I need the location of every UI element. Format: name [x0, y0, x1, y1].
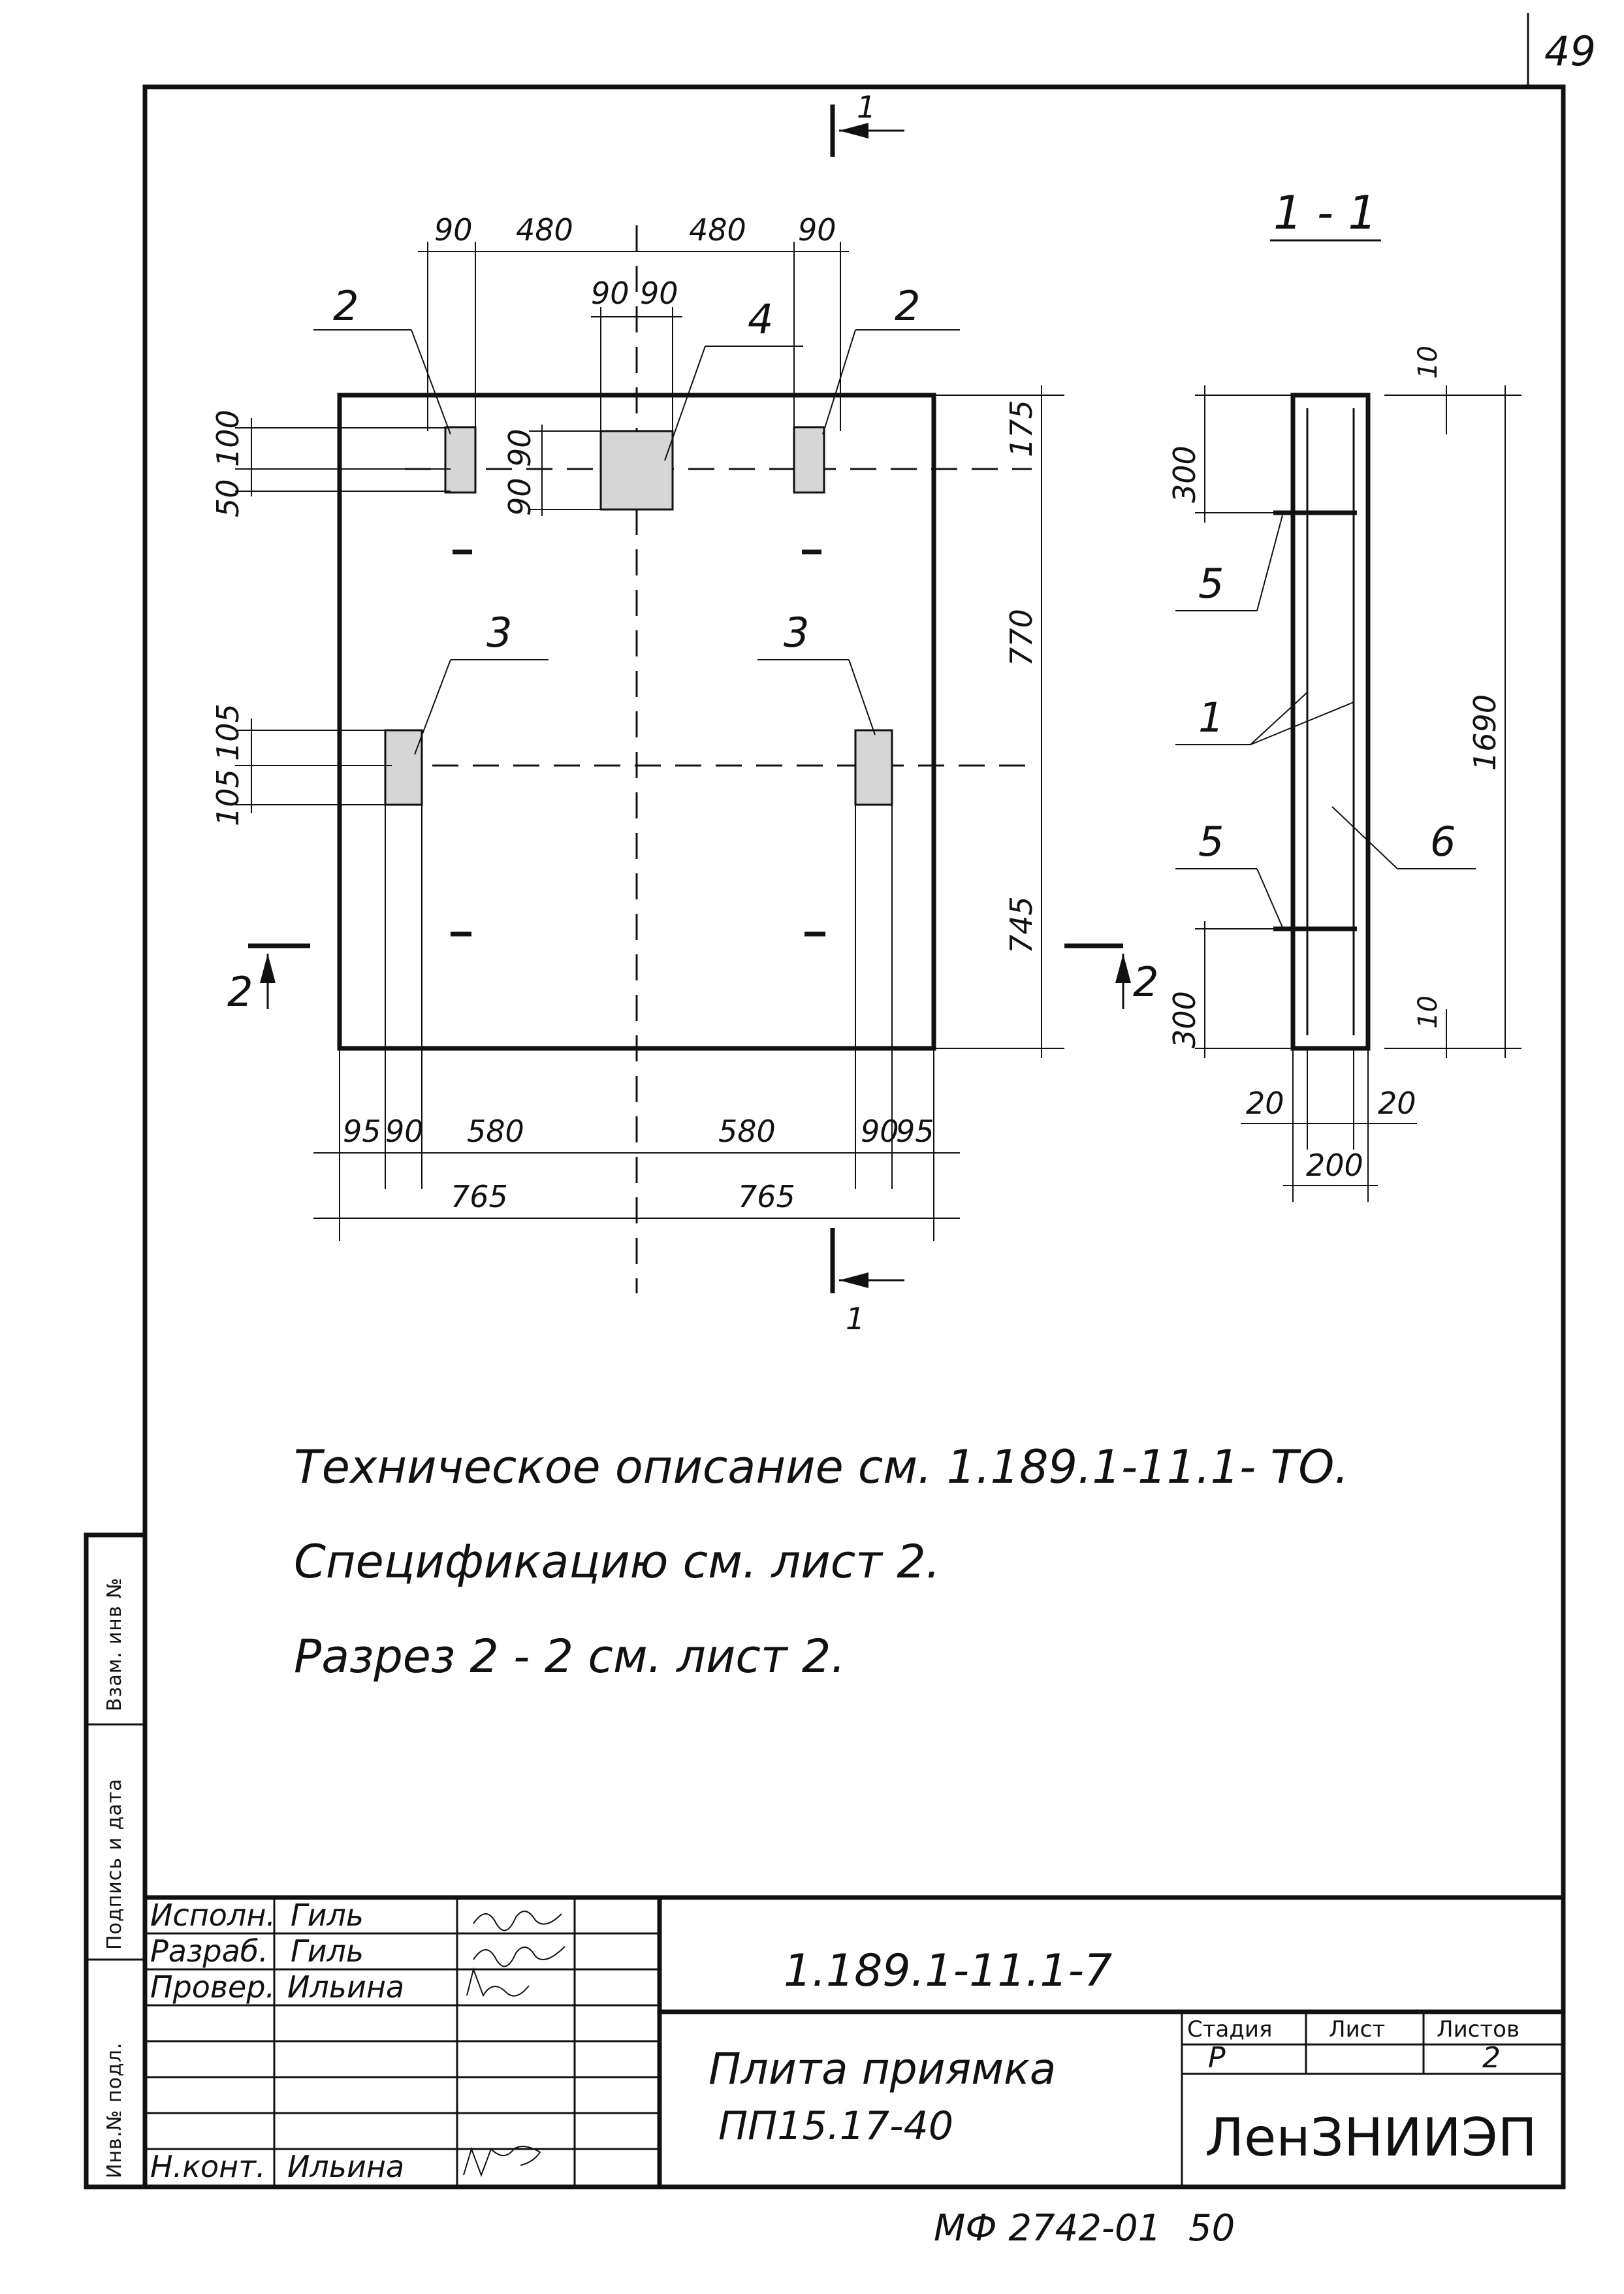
dim-left-2: 50: [210, 479, 246, 517]
section-callout-6: 6: [1430, 818, 1456, 865]
callout-3-right: 3: [784, 609, 809, 656]
embedded-part-3-right: [854, 729, 893, 806]
dim-bottom-1: 95: [343, 1114, 381, 1149]
embedded-part-2-right: [793, 426, 825, 494]
embedded-part-3-left: [384, 729, 423, 806]
section-dim-right-total: 1690: [1467, 694, 1503, 771]
dim-bottom-3: 580: [467, 1114, 524, 1149]
tb-role-2: Разраб.: [150, 1933, 268, 1969]
dim-left-1: 100: [210, 410, 246, 467]
section-callout-5-bottom: 5: [1198, 818, 1224, 865]
section-callout-1: 1: [1198, 694, 1224, 741]
section-dim-bottom-right: 20: [1378, 1086, 1416, 1121]
tb-name-8: Ильина: [287, 2149, 404, 2184]
dim-left-3: 105: [210, 703, 246, 761]
note-technical-description: Техническое описание см. 1.189.1-11.1- Т…: [294, 1440, 1349, 1494]
section-dim-right-top: 10: [1413, 346, 1443, 379]
section-1-1: 1 - 1 300 300 10 1690 10 20 20 200: [1167, 186, 1521, 1202]
note-section-2-2: Разрез 2 - 2 см. лист 2.: [294, 1630, 846, 1683]
signature-8: [463, 2146, 541, 2177]
tb-organization: ЛенЗНИИЭП: [1205, 2107, 1537, 2168]
footer-code: МФ 2742-01: [934, 2207, 1161, 2250]
tb-sheets-header: Листов: [1437, 2016, 1520, 2043]
dim-center-1: 90: [591, 276, 629, 311]
title-block: Исполн. Разраб. Провер. Н.конт. Гиль Гил…: [145, 1895, 1563, 2187]
tb-stage-header: Стадия: [1187, 2016, 1272, 2043]
embedded-part-2-left: [444, 426, 477, 494]
dim-right-3: 745: [1004, 896, 1039, 954]
side-stamp-inventory: Инв.№ подл.: [103, 2043, 126, 2178]
tb-name-2: Гиль: [291, 1933, 364, 1969]
dim-top-2: 480: [516, 212, 573, 248]
dim-total-left: 765: [451, 1179, 508, 1214]
tb-product-name: Плита приямка: [709, 2044, 1056, 2094]
tb-product-mark: ПП15.17-40: [718, 2103, 953, 2149]
tb-name-3: Ильина: [287, 1969, 404, 2005]
dim-right-1: 175: [1004, 400, 1039, 457]
embedded-part-4: [599, 430, 674, 511]
sheet-number: 49: [1544, 27, 1596, 75]
section-dim-bottom-width: 200: [1306, 1148, 1363, 1183]
section-title: 1 - 1: [1273, 186, 1377, 240]
dim-center-2: 90: [640, 276, 678, 311]
dim-bottom-5: 90: [861, 1114, 899, 1149]
dim-right-2: 770: [1004, 609, 1039, 666]
section-2-right-label: 2: [1133, 958, 1158, 1006]
section-1-top-label: 1: [857, 89, 876, 125]
section-1-bottom-label: 1: [846, 1301, 865, 1336]
drawing-frame: [142, 84, 1566, 2189]
callout-4: 4: [748, 295, 773, 343]
section-dim-bottom-left: 20: [1246, 1086, 1284, 1121]
footer-page: 50: [1188, 2207, 1235, 2250]
callout-2-left: 2: [333, 282, 358, 330]
tb-sheets: 2: [1482, 2041, 1501, 2075]
dim-left-4: 105: [210, 769, 246, 826]
dim-top-4: 90: [798, 212, 836, 248]
dim-top-3: 480: [689, 212, 746, 248]
note-specification: Спецификацию см. лист 2.: [294, 1535, 940, 1589]
plan-view: 90 480 480 90 90 90 100 50 90 90 105 105…: [210, 89, 1158, 1336]
tb-stage: Р: [1208, 2041, 1226, 2075]
tb-name-1: Гиль: [291, 1898, 364, 1933]
signature-2: [473, 1946, 565, 1967]
dim-top-1: 90: [434, 212, 473, 248]
dim-bottom-2: 90: [385, 1114, 424, 1149]
tb-role-3: Провер.: [150, 1969, 275, 2005]
section-dim-right-bottom: 10: [1413, 995, 1443, 1029]
dim-left-center-1: 90: [502, 428, 537, 467]
signature-3: [466, 1967, 530, 1997]
side-stamp-signature: Подпись и дата: [103, 1779, 126, 1950]
signature-1: [473, 1911, 562, 1931]
section-callout-5-top: 5: [1198, 560, 1224, 607]
section-dim-left-1: 300: [1167, 445, 1202, 503]
dim-bottom-6: 95: [896, 1114, 934, 1149]
tb-role-8: Н.конт.: [150, 2149, 266, 2184]
side-stamp-frame: [84, 1532, 148, 2189]
side-stamp-replace: Взам. инв №: [103, 1577, 126, 1711]
dim-left-center-2: 90: [502, 477, 537, 516]
dim-total-right: 765: [738, 1179, 795, 1214]
callout-3-left: 3: [486, 609, 512, 656]
dim-bottom-4: 580: [718, 1114, 776, 1149]
tb-document-code: 1.189.1-11.1-7: [784, 1945, 1112, 1997]
section-outline: [1290, 393, 1371, 1051]
tb-role-1: Исполн.: [150, 1898, 276, 1933]
section-dim-left-2: 300: [1167, 991, 1202, 1048]
callout-2-right: 2: [895, 282, 920, 330]
section-2-left-label: 2: [227, 968, 253, 1016]
tb-sheet-header: Лист: [1329, 2016, 1385, 2043]
